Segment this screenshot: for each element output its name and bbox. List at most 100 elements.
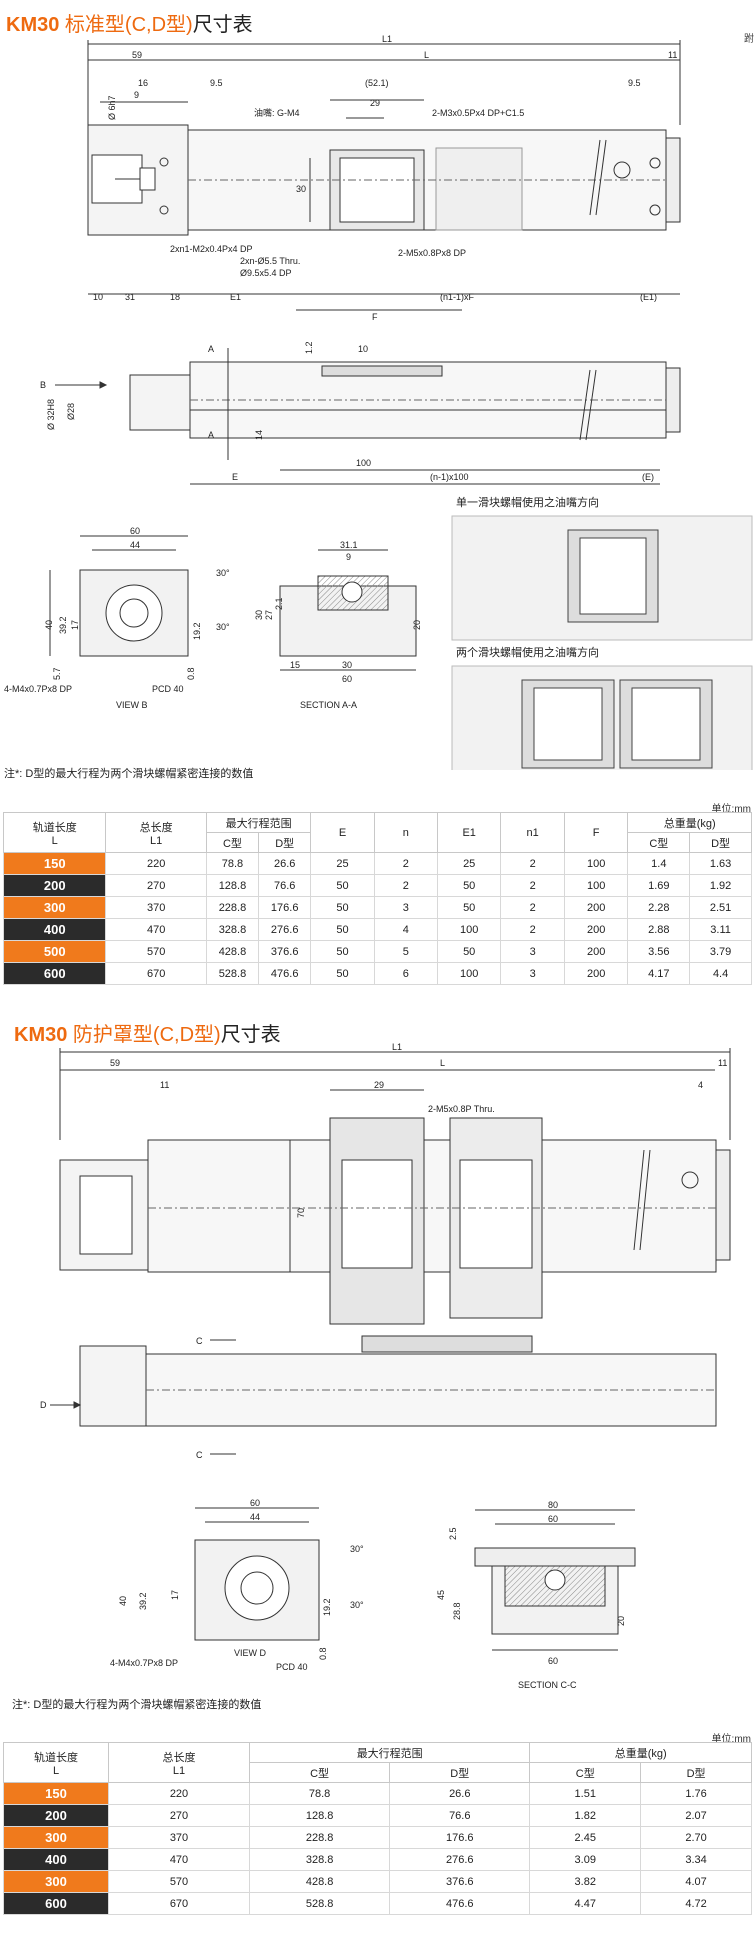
table-cell-E1: 25 xyxy=(436,852,502,875)
dim-40-vd: 40 xyxy=(118,1596,128,1606)
th-weight: 总重量(kg) xyxy=(627,812,752,833)
table-cell-E: 25 xyxy=(310,852,375,875)
section2-drawing-svg: L1 L 59 11 11 29 4 70 2-M5x0.8P Thru. C … xyxy=(40,1042,731,1690)
table-cell-sc: 78.8 xyxy=(248,1782,391,1805)
table-cell-L1: 270 xyxy=(108,1804,250,1827)
dim-100-side: 100 xyxy=(356,458,371,468)
dim-n1F-side: (n1-1)xF xyxy=(440,292,475,302)
th-weight-c: C型 xyxy=(627,832,691,853)
dim-70-s2: 70 xyxy=(296,1208,306,1218)
dim-16-top: 16 xyxy=(138,78,148,88)
table-cell-F: 200 xyxy=(563,918,629,941)
label-m4-vd: 4-M4x0.7Px8 DP xyxy=(110,1658,178,1668)
section1-title: KM30 标准型(C,D型)尺寸表 xyxy=(6,8,253,37)
label-view-d: VIEW D xyxy=(234,1648,267,1658)
dim-57-vb: 5.7 xyxy=(52,667,62,680)
table-cell-F: 200 xyxy=(563,962,629,985)
table-cell-wc: 4.17 xyxy=(627,962,691,985)
label-m5-thru: 2-M5x0.8P Thru. xyxy=(428,1104,495,1114)
dim-10b-side: 10 xyxy=(358,344,368,354)
table-cell-wd: 3.11 xyxy=(689,918,752,941)
dim-08-vb: 0.8 xyxy=(186,667,196,680)
table-cell-sd: 276.6 xyxy=(389,1848,531,1871)
table-cell-L1: 370 xyxy=(108,1826,250,1849)
table-cell-n1: 3 xyxy=(500,962,565,985)
table-cell-E1: 50 xyxy=(436,874,502,897)
table-cell-n: 3 xyxy=(373,896,438,919)
label-A-bottom: A xyxy=(208,430,214,440)
table-cell-E1: 50 xyxy=(436,896,502,919)
th-max-stroke: 最大行程范围 xyxy=(205,812,312,833)
table-cell-L1: 470 xyxy=(108,1848,250,1871)
dim-n100-side: (n-1)x100 xyxy=(430,472,469,482)
table-cell-E: 50 xyxy=(310,940,375,963)
table-cell-n: 4 xyxy=(373,918,438,941)
table-cell-E1: 100 xyxy=(436,918,502,941)
table-cell-wd: 1.92 xyxy=(689,874,752,897)
label-cbore: Ø9.5x5.4 DP xyxy=(240,268,292,278)
table-cell-L: 300 xyxy=(3,1870,109,1893)
dim-17-vd: 17 xyxy=(170,1590,180,1600)
table-cell-wd: 3.79 xyxy=(689,940,752,963)
table-cell-n1: 2 xyxy=(500,896,565,919)
dim-59-s2: 59 xyxy=(110,1058,120,1068)
dim-25-cc: 2.5 xyxy=(448,1527,458,1540)
dim-60b-cc: 60 xyxy=(548,1514,558,1524)
table-cell-n: 6 xyxy=(373,962,438,985)
label-section-cc: SECTION C-C xyxy=(518,1680,577,1690)
dim-30b-aa: 30 xyxy=(342,660,352,670)
table-cell-L: 200 xyxy=(2,874,107,897)
table-cell-wc: 3.09 xyxy=(529,1848,642,1871)
table-cell-sc: 78.8 xyxy=(205,852,260,875)
section1-title-model: KM30 xyxy=(6,14,60,36)
table-cell-wd: 2.70 xyxy=(640,1826,752,1849)
dim-95a-top: 9.5 xyxy=(210,78,223,88)
table-cell-wc: 1.69 xyxy=(627,874,691,897)
dim-60b-aa: 60 xyxy=(342,674,352,684)
table-cell-L1: 670 xyxy=(105,962,207,985)
dim-27-aa: 27 xyxy=(264,610,274,620)
dim-L-s2: L xyxy=(440,1058,445,1068)
dim-20-cc: 20 xyxy=(616,1616,626,1626)
dim-311-aa: 31.1 xyxy=(340,540,358,550)
dim-60-vd: 60 xyxy=(250,1498,260,1508)
dim-30deg-vd-a: 30° xyxy=(350,1544,364,1554)
section1-drawing: L1 L 59 11 16 9 9.5 9.5 (52.1) 29 30 Ø 6… xyxy=(0,30,755,770)
dim-392-vd: 39.2 xyxy=(138,1592,148,1610)
dim-F-side: F xyxy=(372,312,378,322)
label-double-block: 两个滑块螺帽使用之油嘴方向 xyxy=(456,645,599,659)
dim-L1-top: L1 xyxy=(382,34,392,44)
dim-9-top: 9 xyxy=(134,90,139,100)
th2-max-stroke: 最大行程范围 xyxy=(248,1742,531,1763)
table-cell-wc: 2.88 xyxy=(627,918,691,941)
table-cell-E: 50 xyxy=(310,918,375,941)
label-pcd-vd: PCD 40 xyxy=(276,1662,308,1672)
dim-192-vd: 19.2 xyxy=(322,1598,332,1616)
dim-21-aa: 2.1 xyxy=(274,597,284,610)
dim-E1-side: E1 xyxy=(230,292,241,302)
dim-30deg-a: 30° xyxy=(216,568,230,578)
table-cell-wd: 1.63 xyxy=(689,852,752,875)
table-cell-L1: 570 xyxy=(105,940,207,963)
table-cell-wd: 4.4 xyxy=(689,962,752,985)
dim-18-side: 18 xyxy=(170,292,180,302)
table-cell-E: 50 xyxy=(310,896,375,919)
th2-weight-c: C型 xyxy=(529,1762,642,1783)
section1-title-suffix: 尺寸表 xyxy=(192,14,253,36)
table-cell-L1: 370 xyxy=(105,896,207,919)
dim-14-side: 14 xyxy=(254,430,264,440)
table-cell-sd: 376.6 xyxy=(258,940,312,963)
th-F: F xyxy=(563,812,629,853)
dim-31-side: 31 xyxy=(125,292,135,302)
table-cell-L1: 220 xyxy=(108,1782,250,1805)
table-cell-wc: 1.4 xyxy=(627,852,691,875)
section1-drawing-svg: L1 L 59 11 16 9 9.5 9.5 (52.1) 29 30 Ø 6… xyxy=(4,34,753,770)
dim-192-vb: 19.2 xyxy=(192,622,202,640)
table-cell-wc: 3.56 xyxy=(627,940,691,963)
